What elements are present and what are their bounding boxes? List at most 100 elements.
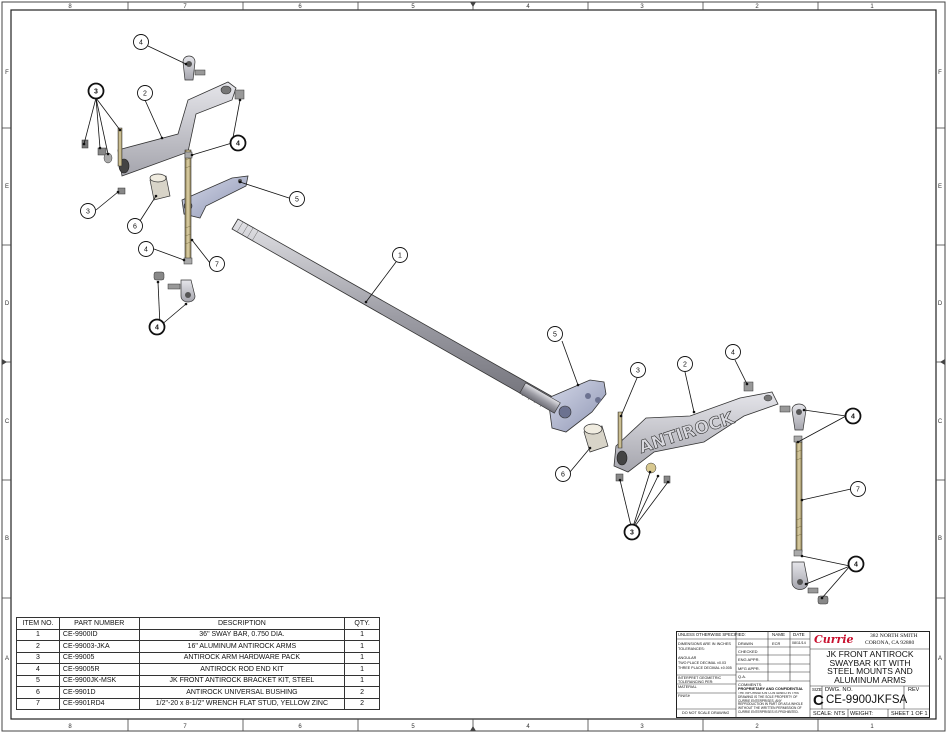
tb-sheet: SHEET 1 OF 1 — [891, 711, 928, 717]
bom-qty: 1 — [344, 674, 380, 687]
bom-header-item: ITEM NO. — [16, 617, 60, 630]
zone-bottom-3: 3 — [640, 724, 644, 730]
bom-part: CE-9901D — [58, 686, 140, 699]
bom-qty: 2 — [344, 686, 380, 699]
bom-item: 2 — [16, 640, 60, 653]
bom-item: 1 — [16, 628, 60, 641]
tb-drawn-by: ECR — [772, 641, 781, 646]
svg-text:7: 7 — [215, 262, 219, 269]
balloon-2-left: 2 — [137, 85, 153, 101]
svg-text:4: 4 — [236, 141, 240, 148]
left-top-rod-end — [182, 55, 206, 81]
balloon-4-left-bottom-bold: 4 — [148, 318, 166, 336]
balloon-3-left-bold: 3 — [87, 82, 105, 100]
tb-address1: 382 NORTH SMITH — [870, 633, 918, 639]
bom-part: CE-99005R — [58, 663, 140, 676]
svg-text:3: 3 — [630, 530, 634, 537]
right-hardware — [615, 381, 803, 557]
tb-dimensions: DIMENSIONS ARE IN INCHES — [678, 642, 731, 646]
bom-desc: ANTIROCK UNIVERSAL BUSHING — [138, 686, 346, 699]
arm-decal: ANTIROCK — [637, 408, 738, 458]
left-bottom-rod-end — [153, 271, 196, 303]
bom-item: 4 — [16, 663, 60, 676]
leader-lines — [83, 45, 852, 599]
tb-material: MATERIAL — [678, 685, 697, 689]
svg-text:2: 2 — [143, 91, 147, 98]
tb-scale: SCALE: NTS — [813, 711, 846, 717]
tb-name-col: NAME — [772, 632, 786, 637]
zone-right-F: F — [938, 70, 942, 76]
balloon-4-right-bold: 4 — [844, 407, 862, 425]
bom-header-desc: DESCRIPTION — [138, 617, 346, 630]
bom-desc: ANTIROCK ARM HARDWARE PACK — [138, 651, 346, 664]
bom-header-part: PART NUMBER — [58, 617, 140, 630]
zone-left-C: C — [5, 419, 10, 425]
svg-text:2: 2 — [683, 362, 687, 369]
bom-qty: 1 — [344, 628, 380, 641]
center-mark-top — [470, 2, 476, 7]
balloon-4-left-mid: 4 — [138, 241, 154, 257]
balloon-2-right: 2 — [677, 356, 693, 372]
balloon-5-right: 5 — [547, 326, 563, 342]
bom-part: CE-99003-JKA — [58, 640, 140, 653]
left-bushing — [149, 173, 171, 201]
bom-item: 5 — [16, 674, 60, 687]
title-line-1: JK FRONT ANTIROCK — [826, 650, 914, 659]
svg-text:4: 4 — [139, 40, 143, 47]
center-mark-right — [940, 359, 945, 365]
tb-do-not-scale: DO NOT SCALE DRAWING — [682, 711, 730, 715]
sway-bar — [231, 218, 561, 413]
balloon-4-top-left: 4 — [133, 34, 149, 50]
left-bracket — [181, 175, 249, 219]
tb-two-place: TWO PLACE DECIMAL ±0.03 — [678, 661, 726, 665]
left-arm — [117, 81, 237, 177]
balloon-7-left: 7 — [209, 256, 225, 272]
bom-qty: 2 — [344, 697, 380, 710]
tb-comments: COMMENTS: — [738, 682, 763, 687]
zone-left-B: B — [5, 536, 9, 542]
left-stud — [184, 149, 192, 261]
tb-checked: CHECKED — [738, 649, 758, 654]
tb-tolerances: TOLERANCES: — [678, 647, 705, 651]
zone-top-4: 4 — [526, 4, 530, 10]
svg-text:4: 4 — [155, 325, 159, 332]
bom-qty: 1 — [344, 651, 380, 664]
center-mark-bottom — [470, 726, 476, 731]
svg-text:4: 4 — [851, 414, 855, 421]
bom-part: CE-99005 — [58, 651, 140, 664]
bom-qty: 1 — [344, 640, 380, 653]
bom-part: CE-9900ID — [58, 628, 140, 641]
bom-item: 3 — [16, 651, 60, 664]
tb-drawn-date: 08/11/14 — [792, 641, 806, 645]
bom-header-qty: QTY. — [344, 617, 380, 630]
tb-qa: Q.A. — [738, 674, 747, 679]
balloon-6-left: 6 — [127, 218, 143, 234]
balloon-5-left: 5 — [289, 191, 305, 207]
bom-desc: 16" ALUMINUM ANTIROCK ARMS — [138, 640, 346, 653]
zone-top-8: 8 — [68, 4, 72, 10]
bom-part: CE-9901RD4 — [58, 697, 140, 710]
bom-item: 7 — [16, 697, 60, 710]
svg-text:3: 3 — [86, 209, 90, 216]
svg-text:4: 4 — [144, 247, 148, 254]
right-bracket — [547, 379, 607, 433]
balloon-3-right: 3 — [630, 362, 646, 378]
svg-text:3: 3 — [94, 89, 98, 96]
balloon-3-left: 3 — [80, 203, 96, 219]
balloon-4-right-bottom-bold: 4 — [847, 555, 865, 573]
tb-dwg-no-label: DWG. NO. — [825, 687, 853, 693]
svg-text:6: 6 — [561, 472, 565, 479]
zone-bottom-8: 8 — [68, 724, 72, 730]
zone-top-6: 6 — [298, 4, 302, 10]
tb-dwg-no: CE-9900JKFSA — [826, 694, 908, 706]
svg-text:4: 4 — [854, 562, 858, 569]
balloon-1: 1 — [392, 247, 408, 263]
tb-proprietary: PROPRIETARY AND CONFIDENTIAL — [738, 687, 804, 691]
zone-top-1: 1 — [870, 4, 874, 10]
leader-arrowheads — [82, 62, 824, 600]
